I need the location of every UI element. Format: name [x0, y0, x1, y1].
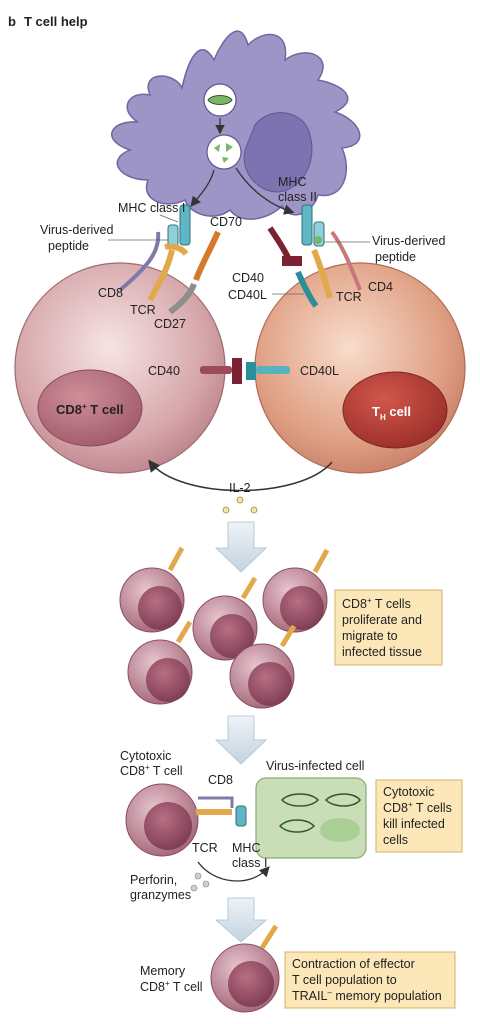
il2-arrow: [148, 459, 333, 492]
label-cd27: CD27: [154, 317, 186, 331]
prolif-line4: infected tissue: [342, 645, 422, 659]
label-cd40l-upper: CD40L: [228, 288, 267, 302]
memory-box-line2: T cell population to: [292, 973, 397, 987]
label-cd40-mid: CD40: [148, 364, 180, 378]
prolif-line3: migrate to: [342, 629, 398, 643]
label-cd8-top: CD8: [98, 286, 123, 300]
cd40l-upper: [295, 270, 319, 308]
label-cytotoxic-2: CD8+ T cell: [120, 763, 183, 778]
label-virus-peptide-right-1: Virus-derived: [372, 234, 445, 248]
virus-icon: [280, 793, 320, 807]
kill-box-line1: Cytotoxic: [383, 785, 434, 799]
memory-box-line3: TRAIL– memory population: [292, 988, 442, 1003]
cd8-coreceptor: [118, 231, 161, 292]
perforin-arrow: [197, 861, 270, 882]
kill-cd8-coreceptor: [198, 796, 234, 808]
down-arrow-2: [215, 715, 267, 765]
down-arrow-3: [214, 897, 268, 943]
cd8-cell-label: CD8+ T cell: [56, 402, 124, 417]
label-mhc-class-ii-line2: class II: [278, 190, 317, 204]
label-memory-2: CD8+ T cell: [140, 979, 203, 994]
label-cd40-upper: CD40: [232, 271, 264, 285]
label-kill-mhc-2: class I: [232, 856, 267, 870]
mhc-class-ii-complex: [267, 204, 362, 308]
label-virus-peptide-right-2: peptide: [375, 250, 416, 264]
virus-icon: [324, 793, 361, 807]
antigen-processing-vesicle: [206, 134, 242, 170]
label-perforin-1: Perforin,: [130, 873, 177, 887]
label-memory-1: Memory: [140, 964, 186, 978]
virus-icon: [207, 95, 233, 105]
label-virus-infected: Virus-infected cell: [266, 759, 364, 773]
proliferating-cells: [119, 546, 330, 709]
memory-box-line1: Contraction of effector: [292, 957, 415, 971]
panel-letter: b: [8, 14, 16, 29]
label-virus-peptide-left-2: peptide: [48, 239, 89, 253]
label-tcr-left: TCR: [130, 303, 156, 317]
memory-note-box: [284, 951, 456, 1009]
label-cd40l-mid: CD40L: [300, 364, 339, 378]
label-mhc-class-i: MHC class I: [118, 201, 185, 215]
panel-title: T cell help: [24, 14, 88, 29]
label-il2: IL-2: [229, 481, 251, 495]
il2-molecule: [250, 506, 258, 514]
label-cd70: CD70: [210, 215, 242, 229]
label-kill-mhc-1: MHC: [232, 841, 260, 855]
kill-mhc: [235, 805, 247, 827]
label-kill-cd8: CD8: [208, 773, 233, 787]
cytotoxic-cd8-cell: [125, 783, 199, 857]
kill-note-box: [375, 779, 463, 853]
tcr-right: [311, 248, 333, 299]
cd70-ligand: [193, 230, 221, 282]
kill-box-line3: kill infected: [383, 817, 445, 831]
dendritic-nucleus: [243, 112, 313, 193]
label-perforin-2: granzymes: [130, 888, 191, 902]
cd40-cd40l-middle: [200, 358, 290, 384]
il2-molecule: [222, 506, 230, 514]
label-tcr-right: TCR: [336, 290, 362, 304]
memory-cd8-cell: [210, 924, 280, 1013]
prolif-line1: CD8+ T cells: [342, 596, 411, 611]
down-arrow-1: [215, 521, 267, 573]
label-cytotoxic-1: Cytotoxic: [120, 749, 171, 763]
dendritic-cell: [111, 30, 361, 220]
infected-cell-nucleus: [320, 818, 360, 842]
label-kill-tcr: TCR: [192, 841, 218, 855]
label-cd4: CD4: [368, 280, 393, 294]
label-virus-peptide-left-1: Virus-derived: [40, 223, 113, 237]
label-mhc-class-ii-line1: MHC: [278, 175, 306, 189]
virus-icon: [278, 819, 316, 833]
th-cell-label: TH cell: [372, 404, 411, 422]
th-cell: TH cell: [254, 262, 466, 474]
il2-molecule: [236, 496, 244, 504]
cd4-coreceptor: [330, 230, 362, 291]
cd27-receptor: [168, 282, 197, 315]
virus-infected-cell: [255, 777, 367, 859]
prolif-line2: proliferate and: [342, 613, 422, 627]
mhc-class-i-complex: [118, 204, 221, 315]
kill-box-line4: cells: [383, 833, 408, 847]
tcr-left: [147, 249, 175, 302]
proliferation-note-box: [334, 589, 443, 666]
cd8-t-cell: CD8+ T cell: [14, 262, 226, 474]
kill-box-line2: CD8+ T cells: [383, 800, 452, 815]
